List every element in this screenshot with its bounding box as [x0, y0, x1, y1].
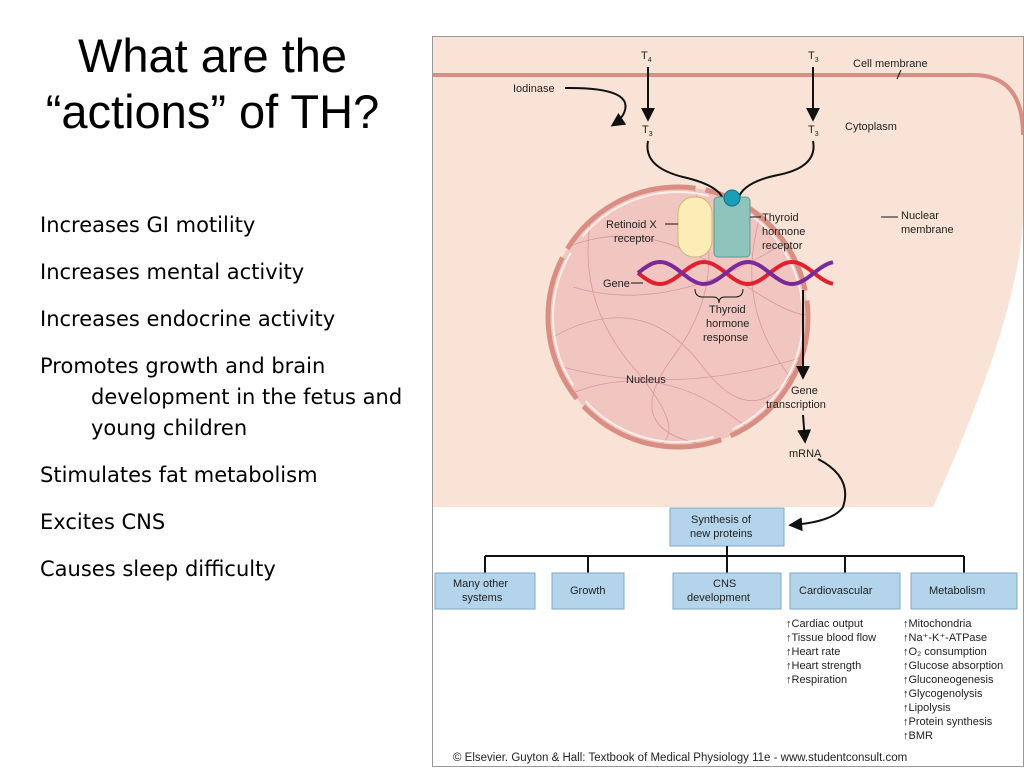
response-label-2: hormone — [706, 318, 749, 330]
cell-membrane-label: Cell membrane — [853, 58, 928, 70]
gene-transcription-label-2: transcription — [766, 399, 826, 411]
many-other-systems-box — [434, 572, 536, 610]
title-line-1: What are the — [77, 29, 348, 82]
t3-path-left — [646, 140, 724, 200]
thyroid-receptor-label-3: receptor — [762, 240, 803, 252]
response-label-3: response — [703, 332, 748, 344]
response-label-1: Thyroid — [709, 304, 746, 316]
retinoid-label-2: receptor — [614, 233, 655, 245]
cell-membrane — [433, 73, 1024, 136]
many-other-label-1: Many other — [453, 578, 508, 590]
mrna-arrow — [797, 414, 812, 444]
cns-development-box — [672, 572, 782, 610]
iodinase-label: Iodinase — [513, 83, 555, 95]
t3-label-left: T3 — [642, 124, 653, 138]
connector-tree — [484, 546, 965, 573]
metab-effect: ↑Lipolysis — [903, 702, 951, 714]
thyroid-receptor-label-2: hormone — [762, 226, 805, 238]
title-line-2: “actions” of TH? — [45, 85, 380, 138]
metab-effect: ↑O₂ consumption — [903, 646, 987, 658]
cardio-effect: ↑Respiration — [786, 674, 847, 686]
iodinase-arrow — [564, 86, 627, 127]
cytoplasm-label: Cytoplasm — [845, 121, 897, 133]
metab-effect: ↑Glucose absorption — [903, 660, 1003, 672]
mrna-to-synthesis-arrow — [788, 458, 847, 532]
t3-label-top: T3 — [808, 50, 819, 64]
metab-effect: ↑Protein synthesis — [903, 716, 993, 728]
metab-effect: ↑BMR — [903, 730, 933, 742]
t4-label: T4 — [641, 50, 652, 64]
metab-effects-list: ↑Mitochondria ↑Na⁺-K⁺-ATPase ↑O₂ consump… — [903, 618, 1003, 742]
bullet-item: Excites CNS — [40, 510, 166, 534]
bullet-list: Increases GI motility Increases mental a… — [40, 210, 420, 601]
growth-label: Growth — [570, 585, 605, 597]
t3-label-right: T3 — [808, 124, 819, 138]
bullet-item: Increases GI motility — [40, 213, 256, 237]
cardio-effect: ↑Cardiac output — [786, 618, 863, 630]
cell-membrane-leader — [896, 69, 902, 80]
dna-helix — [636, 259, 834, 287]
bullet-item: Stimulates fat metabolism — [40, 463, 318, 487]
slide-title: What are the “actions” of TH? — [0, 28, 425, 140]
cns-label-2: development — [687, 592, 750, 604]
cardio-label: Cardiovascular — [799, 585, 873, 597]
thyroid-receptor-label-1: Thyroid — [762, 212, 799, 224]
mrna-label: mRNA — [789, 448, 822, 460]
thyroid-hormone-action-figure: T4 T3 Cell membrane Iodinase T3 T3 Cytop… — [432, 36, 1024, 767]
cardio-effects-list: ↑Cardiac output ↑Tissue blood flow ↑Hear… — [786, 618, 876, 686]
metabolism-box — [910, 572, 1018, 610]
synthesis-box — [669, 507, 785, 547]
metab-effect: ↑Glycogenolysis — [903, 688, 983, 700]
copyright: © Elsevier. Guyton & Hall: Textbook of M… — [453, 752, 907, 764]
t3-path-right — [737, 140, 815, 200]
bullet-item: Increases endocrine activity — [40, 307, 336, 331]
nuclear-membrane-label-2: membrane — [901, 224, 954, 236]
many-other-label-2: systems — [462, 592, 503, 604]
nuclear-membrane — [545, 184, 811, 450]
hormone-ligand — [723, 189, 741, 207]
retinoid-label-1: Retinoid X — [606, 219, 657, 231]
bullet-item: Promotes growth and brain development in… — [40, 354, 403, 440]
metab-effect: ↑Gluconeogenesis — [903, 674, 994, 686]
metab-effect: ↑Na⁺-K⁺-ATPase — [903, 632, 987, 644]
gene-label: Gene — [603, 278, 630, 290]
cardio-effect: ↑Tissue blood flow — [786, 632, 876, 644]
bullet-item: Causes sleep difficulty — [40, 557, 276, 581]
metab-label: Metabolism — [929, 585, 985, 597]
cns-label-1: CNS — [713, 578, 736, 590]
figure-svg: T4 T3 Cell membrane Iodinase T3 T3 Cytop… — [433, 37, 1024, 764]
cardio-effect: ↑Heart strength — [786, 660, 861, 672]
nuclear-membrane-label-1: Nuclear — [901, 210, 939, 222]
synthesis-label-1: Synthesis of — [691, 514, 752, 526]
response-brace — [694, 288, 744, 304]
metab-effect: ↑Mitochondria — [903, 618, 972, 630]
retinoid-x-receptor — [677, 196, 713, 258]
bullet-item: Increases mental activity — [40, 260, 305, 284]
synthesis-label-2: new proteins — [690, 528, 753, 540]
gene-transcription-label-1: Gene — [791, 385, 818, 397]
nucleus-label: Nucleus — [626, 374, 666, 386]
growth-box — [551, 572, 625, 610]
cardio-effect: ↑Heart rate — [786, 646, 840, 658]
cardiovascular-box — [789, 572, 901, 610]
